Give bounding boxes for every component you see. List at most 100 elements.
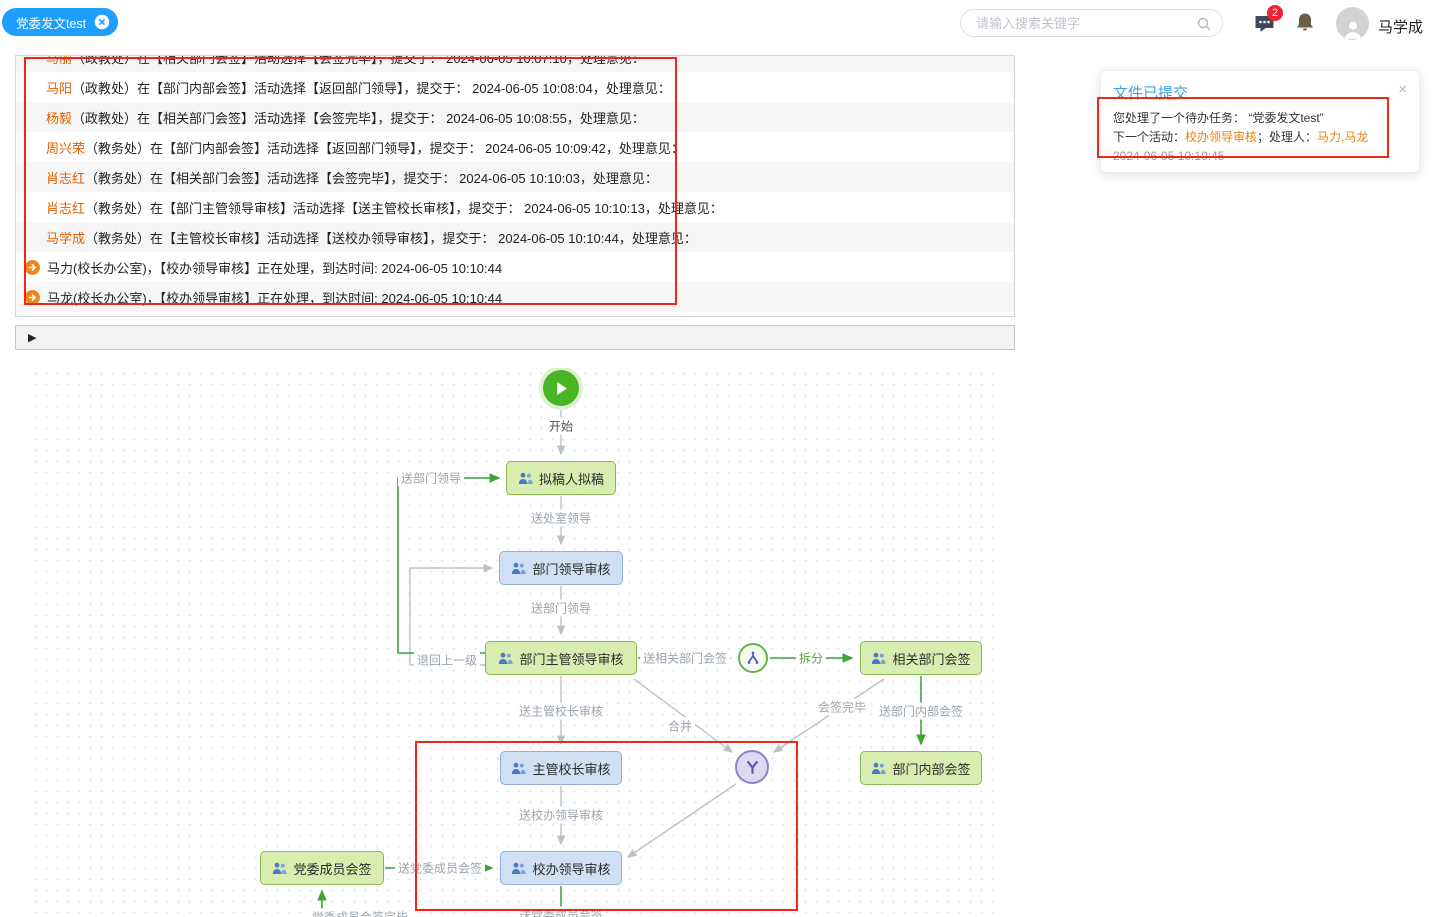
edge-label-countersign-done: 会签完毕 [814, 698, 870, 716]
history-text: （政教处）在【相关部门会签】活动选择【会签完毕】，提交于： 2024-06-05… [72, 55, 645, 66]
toast-handlers-names: 马力,马龙 [1317, 130, 1369, 144]
history-text: 马力(校长办公室)，【校办领导审核】正在处理，到达时间: 2024-06-05 … [47, 260, 503, 276]
toast-timestamp: 2024-06-05 10:10:45 [1113, 149, 1225, 163]
history-text: 马龙(校长办公室)，【校办领导审核】正在处理，到达时间: 2024-06-05 … [47, 290, 503, 306]
user-link[interactable]: 杨毅 [46, 110, 73, 126]
edge-label-merge: 合并 [664, 717, 696, 735]
node-related-dept-countersign[interactable]: 相关部门会签 [860, 641, 982, 675]
toast-title: 文件已提交 [1113, 85, 1189, 102]
node-dept-internal-countersign[interactable]: 部门内部会签 [860, 751, 982, 785]
history-text: （教务处）在【部门内部会签】活动选择【返回部门领导】，提交于： 2024-06-… [85, 140, 684, 156]
node-label: 党委成员会签 [293, 861, 372, 877]
history-row: 马阳 （政教处）在【部门内部会签】活动选择【返回部门领导】，提交于： 2024-… [16, 72, 1014, 102]
history-row: 马学成 （教务处）在【主管校长审核】活动选择【送校办领导审核】，提交于： 202… [16, 222, 1014, 252]
edge-related-to-merge [772, 678, 885, 753]
open-document-tab[interactable]: 党委发文test [2, 8, 119, 36]
toast-next-activity: 下一个活动：校办领导审核；处理人：马力,马龙 [1113, 128, 1368, 145]
node-dept-chief-review[interactable]: 部门主管领导审核 [485, 641, 637, 675]
message-count-badge: 2 [1267, 5, 1283, 21]
node-label-start: 开始 [545, 417, 577, 435]
expand-icon: ▶ [28, 332, 37, 344]
node-label: 校办领导审核 [532, 861, 611, 877]
user-name[interactable]: 马学成 [1378, 19, 1424, 36]
edge-label-to-party-bottom-partial: 送党委成员会签 [515, 906, 607, 917]
node-label: 拟稿人拟稿 [538, 471, 604, 487]
user-link[interactable]: 肖志红 [46, 200, 86, 216]
history-text: （教务处）在【部门主管领导审核】活动选择【送主管校长审核】，提交于： 2024-… [85, 200, 723, 216]
users-icon [518, 472, 533, 485]
merge-icon [746, 760, 758, 774]
edge-label-to-party: 送党委成员会签 [394, 859, 486, 877]
history-row: 肖志红 （教务处）在【部门主管领导审核】活动选择【送主管校长审核】，提交于： 2… [16, 192, 1014, 222]
node-dept-leader-review[interactable]: 部门领导审核 [499, 551, 623, 585]
edge-label-to-related: 送相关部门会签 [639, 649, 731, 667]
users-icon [871, 652, 887, 665]
toast-next-activity-name: 校办领导审核 [1185, 130, 1258, 144]
node-draft[interactable]: 拟稿人拟稿 [506, 461, 616, 495]
users-icon [511, 862, 527, 875]
history-row: 肖志红 （教务处）在【相关部门会签】活动选择【会签完毕】，提交于： 2024-0… [16, 162, 1014, 192]
user-link[interactable]: 马阳 [46, 80, 73, 96]
edge-label-to-internal: 送部门内部会签 [875, 702, 967, 720]
user-link[interactable]: 马学成 [46, 230, 86, 246]
edge-label-loop-to-dept-leader: 送部门领导 [397, 469, 465, 487]
play-icon [556, 381, 567, 395]
edge-label-to-office-dept: 送处室领导 [527, 509, 595, 527]
user-link[interactable]: 周兴荣 [46, 140, 86, 156]
history-text: （政教处）在【部门内部会签】活动选择【返回部门领导】，提交于： 2024-06-… [72, 80, 671, 96]
toast-notification: 文件已提交 × 您处理了一个待办任务： “党委发文test” 下一个活动：校办领… [1100, 70, 1420, 173]
bell-icon[interactable] [1296, 12, 1314, 38]
user-link[interactable]: 肖志红 [46, 170, 86, 186]
merge-gateway-node[interactable] [735, 750, 769, 784]
expand-toolbar[interactable]: ▶ [15, 325, 1015, 350]
avatar[interactable] [1336, 7, 1369, 40]
edge-loop-to-draft [397, 473, 501, 654]
search-box [960, 9, 1223, 37]
edge-label-party-done-bottom-partial: 党委成员会签完毕 [308, 908, 412, 917]
history-row: 马丽 （政教处）在【相关部门会签】活动选择【会签完毕】，提交于： 2024-06… [16, 55, 1014, 72]
history-row: 周兴荣 （教务处）在【部门内部会签】活动选择【返回部门领导】，提交于： 2024… [16, 132, 1014, 162]
users-icon [272, 862, 288, 875]
messages-icon[interactable] [1253, 14, 1276, 39]
user-link[interactable]: 马丽 [46, 55, 73, 66]
node-label: 主管校长审核 [532, 761, 611, 777]
split-icon [747, 651, 759, 664]
users-icon [511, 762, 527, 775]
top-bar: 党委发文test 2 马学成 [0, 0, 1440, 48]
edge-chief-to-merge [633, 678, 734, 753]
node-label: 相关部门会签 [892, 651, 971, 667]
edge-label-return-prev: 退回上一级 [413, 651, 481, 669]
open-document-tab-label: 党委发文test [16, 16, 87, 31]
node-vp-review[interactable]: 主管校长审核 [500, 751, 622, 785]
edge-merge-to-office-leader [626, 783, 737, 858]
workflow-canvas[interactable]: 开始 拟稿人拟稿 部门领导审核 部门主管领导审核 主管校长审核 校办领导审核 党… [30, 368, 997, 917]
edge-label-to-office-leader: 送校办领导审核 [515, 806, 607, 824]
edge-label-to-dept-leader: 送部门领导 [527, 599, 595, 617]
toast-message: 您处理了一个待办任务： “党委发文test” [1113, 111, 1324, 125]
node-party-members-countersign[interactable]: 党委成员会签 [260, 851, 384, 885]
history-row-in-progress: 马力(校长办公室)，【校办领导审核】正在处理，到达时间: 2024-06-05 … [16, 252, 1014, 282]
history-row: 杨毅 （政教处）在【相关部门会签】活动选择【会签完毕】，提交于： 2024-06… [16, 102, 1014, 132]
search-input[interactable] [961, 10, 1222, 36]
history-text: （政教处）在【相关部门会签】活动选择【会签完毕】，提交于： 2024-06-05… [72, 110, 645, 126]
toast-close-icon[interactable]: × [1398, 81, 1407, 98]
users-icon [871, 762, 887, 775]
node-label: 部门领导审核 [532, 561, 611, 577]
node-label: 部门主管领导审核 [519, 651, 624, 667]
history-text: （教务处）在【主管校长审核】活动选择【送校办领导审核】，提交于： 2024-06… [85, 230, 697, 246]
edge-label-split: 拆分 [795, 649, 827, 667]
start-node[interactable] [543, 370, 579, 406]
history-row-in-progress: 马龙(校长办公室)，【校办领导审核】正在处理，到达时间: 2024-06-05 … [16, 282, 1014, 312]
toast-handlers-prefix: ；处理人： [1257, 130, 1318, 144]
workflow-history-panel: 马丽 （政教处）在【相关部门会签】活动选择【会签完毕】，提交于： 2024-06… [15, 55, 1015, 317]
search-icon[interactable] [1196, 16, 1212, 37]
split-gateway-node[interactable] [738, 643, 768, 673]
node-label: 部门内部会签 [892, 761, 971, 777]
tab-close-icon[interactable] [94, 14, 110, 30]
users-icon [498, 652, 514, 665]
toast-next-activity-prefix: 下一个活动： [1113, 130, 1186, 144]
in-progress-arrow-icon [25, 259, 40, 275]
node-office-leader-review[interactable]: 校办领导审核 [500, 851, 622, 885]
history-text: （教务处）在【相关部门会签】活动选择【会签完毕】，提交于： 2024-06-05… [85, 170, 658, 186]
